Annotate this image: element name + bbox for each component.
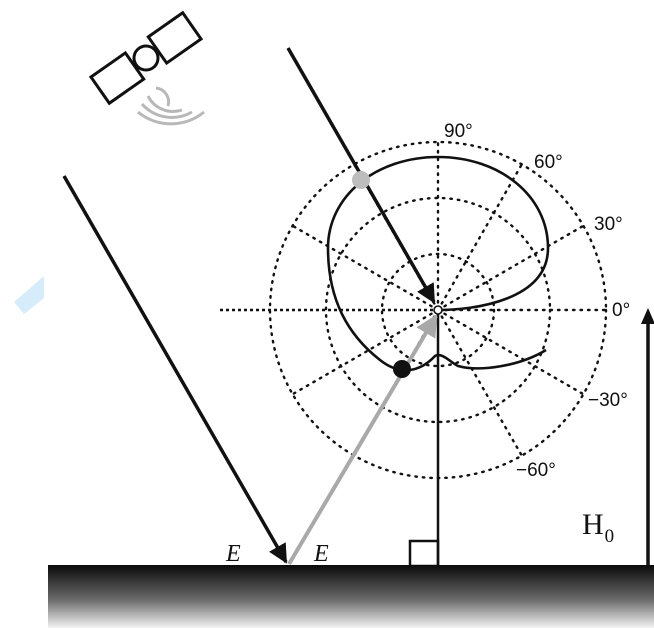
antenna-phase-center bbox=[433, 305, 443, 315]
ground-surface bbox=[48, 565, 654, 628]
right-angle-marker bbox=[408, 539, 440, 568]
angle-label-0: 0° bbox=[612, 300, 630, 321]
angle-label-minus-60: −60° bbox=[516, 460, 556, 481]
antenna-gain-pattern bbox=[326, 155, 550, 372]
incident-field-label: E bbox=[225, 541, 241, 567]
reflected-ray-arrow bbox=[287, 314, 438, 566]
watermark-shape bbox=[14, 276, 44, 314]
signal-waves-icon bbox=[137, 86, 205, 126]
angle-label-minus-30: −30° bbox=[588, 390, 628, 411]
satellite-icon bbox=[88, 10, 204, 106]
height-label: H0 bbox=[582, 508, 614, 547]
incident-ray-arrow bbox=[62, 175, 288, 564]
height-arrow-head bbox=[641, 308, 654, 324]
direct-signal-point bbox=[352, 171, 370, 189]
angle-label-90: 90° bbox=[444, 121, 473, 142]
reflected-field-label: E bbox=[313, 541, 329, 567]
angle-label-30: 30° bbox=[594, 214, 623, 235]
angle-label-60: 60° bbox=[534, 152, 563, 173]
reflected-signal-point bbox=[393, 360, 411, 378]
